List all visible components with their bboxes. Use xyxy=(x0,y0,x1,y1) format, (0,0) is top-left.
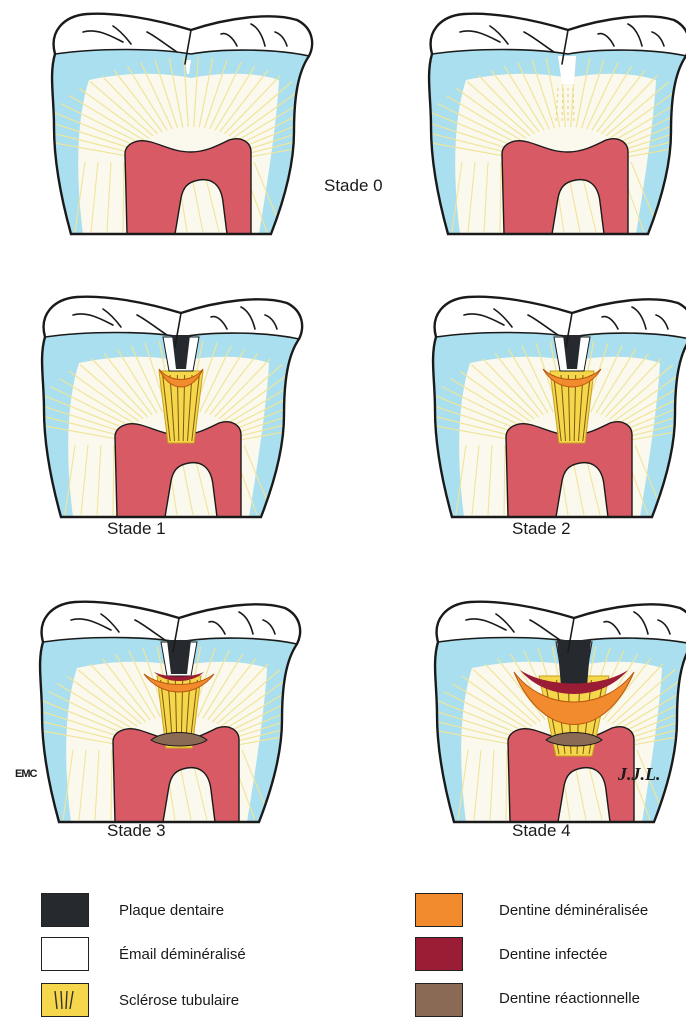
tooth-stade-0a xyxy=(36,14,346,234)
tooth-stade-2 xyxy=(417,297,686,517)
emc-signature: EMC xyxy=(15,768,36,780)
legend-label-dentine-infectee: Dentine infectée xyxy=(499,946,607,963)
legend-swatch-plaque xyxy=(41,893,89,927)
stage-1-label: Stade 1 xyxy=(107,519,166,539)
crown-surface xyxy=(437,602,686,644)
stage-4-label: Stade 4 xyxy=(512,821,571,841)
tooth-stade-3 xyxy=(24,602,334,822)
stage-0-label: Stade 0 xyxy=(324,176,383,196)
tooth-stade-1 xyxy=(26,297,336,517)
stage-2-label: Stade 2 xyxy=(512,519,571,539)
legend-swatch-sclerose xyxy=(41,983,89,1017)
tubule-lines-icon xyxy=(42,984,87,1015)
legend-swatch-email xyxy=(41,937,89,971)
legend-label-email: Émail déminéralisé xyxy=(119,946,246,963)
tooth-stade-0b xyxy=(413,14,686,234)
legend-label-dentine-reactionnelle: Dentine réactionnelle xyxy=(499,990,640,1007)
legend-swatch-dentine-demineralisee xyxy=(415,893,463,927)
stage-3-label: Stade 3 xyxy=(107,821,166,841)
tooth-stade-4 xyxy=(419,602,686,822)
legend-label-dentine-demineralisee: Dentine déminéralisée xyxy=(499,902,648,919)
legend-label-sclerose: Sclérose tubulaire xyxy=(119,992,239,1009)
legend-swatch-dentine-infectee xyxy=(415,937,463,971)
legend-swatch-dentine-reactionnelle xyxy=(415,983,463,1017)
plaque-lesion xyxy=(167,640,191,674)
artist-signature: J.J.L. xyxy=(618,764,661,785)
plaque-lesion xyxy=(557,640,591,686)
legend-label-plaque: Plaque dentaire xyxy=(119,902,224,919)
